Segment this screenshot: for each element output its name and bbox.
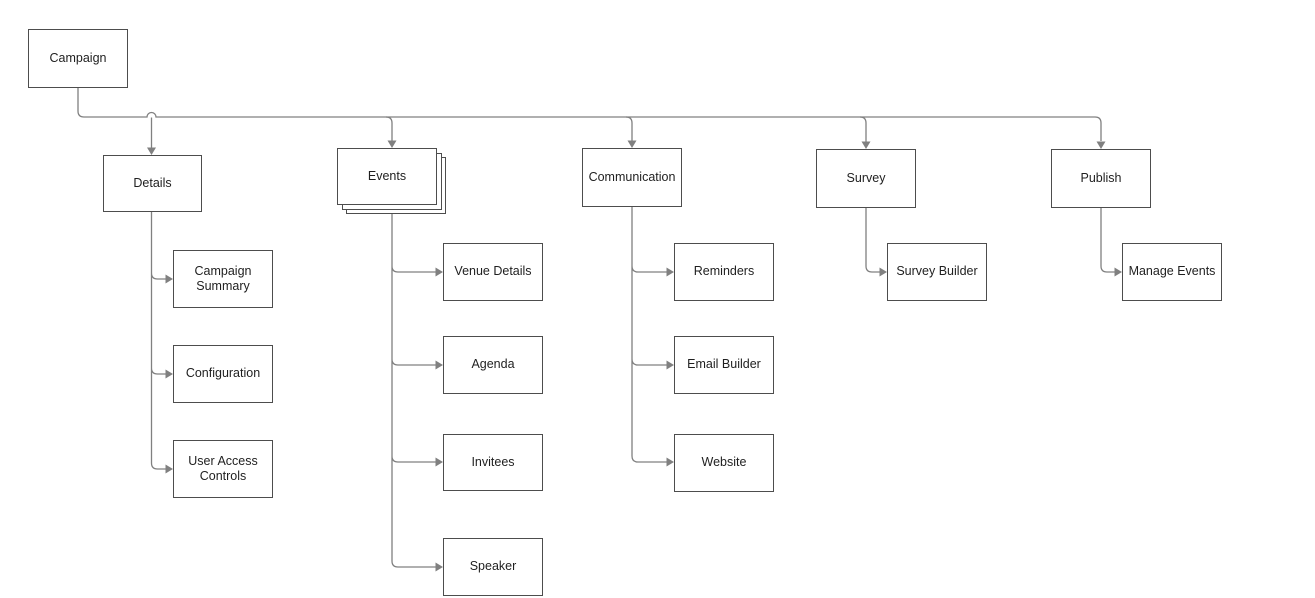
node-campaign-summary-label: Campaign Summary (194, 263, 252, 293)
node-campaign-label: Campaign (49, 50, 107, 65)
node-survey-builder-label: Survey Builder (896, 264, 978, 279)
node-details-label: Details (133, 175, 172, 190)
edge-campaign-trunk (77, 88, 1102, 141)
node-email-builder[interactable]: Email Builder (674, 336, 774, 394)
node-speaker[interactable]: Speaker (443, 538, 543, 596)
arrowhead-details (147, 147, 156, 155)
edge-publish-child (1100, 208, 1115, 273)
node-survey-builder[interactable]: Survey Builder (887, 243, 987, 301)
edge-drop-events (385, 116, 393, 141)
node-reminders[interactable]: Reminders (674, 243, 774, 301)
node-user-access-controls[interactable]: User Access Controls (173, 440, 273, 498)
edge-drop-survey (859, 116, 867, 142)
arrowhead-reminders (666, 267, 674, 277)
arrowhead-website (666, 457, 674, 467)
node-configuration-label: Configuration (185, 366, 261, 381)
node-invitees[interactable]: Invitees (443, 434, 543, 491)
arrowhead-speaker (435, 562, 443, 572)
node-email-builder-label: Email Builder (687, 357, 761, 372)
node-user-access-controls-label: User Access Controls (188, 453, 258, 483)
node-invitees-label: Invitees (471, 454, 515, 469)
events-stack-front-layer: Events (337, 148, 437, 205)
node-survey[interactable]: Survey (816, 149, 916, 208)
arrowhead-events (387, 140, 397, 148)
node-manage-events-label: Manage Events (1128, 264, 1216, 279)
node-events-label: Events (367, 168, 407, 183)
node-campaign[interactable]: Campaign (28, 29, 128, 88)
node-publish-label: Publish (1080, 170, 1122, 185)
node-website-label: Website (701, 455, 747, 470)
node-agenda[interactable]: Agenda (443, 336, 543, 394)
node-website[interactable]: Website (674, 434, 774, 492)
edge-survey-child (865, 208, 880, 273)
node-reminders-label: Reminders (693, 264, 755, 279)
node-communication-label: Communication (588, 169, 676, 184)
edge-events-children (391, 214, 436, 568)
arrowhead-communication (627, 140, 637, 148)
arrowhead-manage-events (1114, 267, 1122, 277)
node-campaign-summary[interactable]: Campaign Summary (173, 250, 273, 308)
node-publish[interactable]: Publish (1051, 149, 1151, 208)
arrowhead-configuration (165, 369, 173, 379)
node-venue-details-label: Venue Details (454, 264, 532, 279)
arrowhead-invitees (435, 457, 443, 467)
node-survey-label: Survey (846, 170, 886, 185)
arrowhead-survey (861, 141, 871, 149)
edge-communication-children (631, 207, 667, 463)
arrowhead-agenda (435, 360, 443, 370)
arrowhead-user-access-controls (165, 464, 173, 474)
edge-details-children (150, 212, 166, 470)
node-speaker-label: Speaker (469, 559, 517, 574)
node-events[interactable]: Events (337, 148, 446, 214)
arrowhead-campaign-summary (165, 274, 173, 284)
edge-drop-communication (625, 116, 633, 141)
node-manage-events[interactable]: Manage Events (1122, 243, 1222, 301)
node-agenda-label: Agenda (471, 357, 515, 372)
node-communication[interactable]: Communication (582, 148, 682, 207)
arrowhead-survey-builder (879, 267, 887, 277)
arrowhead-publish (1096, 141, 1106, 149)
arrowhead-venue-details (435, 267, 443, 277)
arrowhead-email-builder (666, 360, 674, 370)
node-details[interactable]: Details (103, 155, 202, 212)
node-configuration[interactable]: Configuration (173, 345, 273, 403)
node-venue-details[interactable]: Venue Details (443, 243, 543, 301)
